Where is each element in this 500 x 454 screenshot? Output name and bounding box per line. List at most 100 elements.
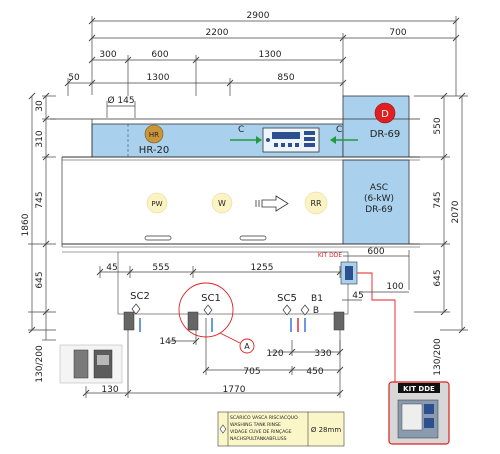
dim-1300-b: 1300 [147,73,170,83]
asc-module: ASC (6-kW) DR-69 [364,183,394,215]
kit-dde-title: KIT DDE [403,385,435,393]
dim-right-745: 745 [433,191,443,208]
dim-bottom-1255: 1255 [251,263,274,273]
sc5-label: SC5 [277,293,297,304]
machine-legs [123,311,345,331]
arrow-right-icon [256,136,262,144]
dim-300: 300 [99,50,116,60]
dim-right-45: 45 [352,291,363,301]
dim-dia-145: Ø 145 [107,95,134,106]
kit-dde-small: KIT DDE [318,252,396,392]
right-dimension-labels: 550 745 2070 645 130/200 600 100 45 [352,117,461,376]
dim-1300-a: 1300 [259,50,282,60]
sc5-drain-icon [282,304,292,316]
hr-badge-text: HR [149,131,159,139]
dryer-module: D DR-69 [370,102,401,140]
top-dimension-ticks [64,17,460,87]
dim-bottom-120: 120 [266,349,283,359]
asc-line-2: (6-kW) [364,194,394,204]
hr-module: HR HR-20 [139,124,169,156]
dim-right-550: 550 [433,117,443,134]
legend-box: SCARICO VASCA RISCIACQUO WASHING TANK RI… [217,411,345,447]
control-panel [262,127,320,153]
w-label: W [218,199,226,208]
dim-left-645: 645 [35,271,45,288]
sc1-drain-icon [203,304,213,316]
callout-a-icon [239,338,255,354]
hr-badge-icon [144,124,164,144]
d-badge-icon [374,102,396,124]
top-dimensions [67,16,457,118]
bottom-dimension-labels: 45 555 1255 145 120 330 705 450 130 1770 [101,263,331,395]
dim-bottom-130: 130 [101,385,118,395]
c-left-label: C [238,125,244,135]
dim-left-30: 30 [35,100,45,112]
dim-right-645: 645 [433,269,443,286]
w-circle-icon [211,192,233,214]
hr-label: HR-20 [139,145,169,156]
legend-line-3: VIDAGE CUVE DE RINÇAGE [230,429,292,435]
c-right-label: C [336,125,342,135]
dim-50: 50 [68,73,80,83]
b-inlet-icon [300,304,310,316]
sc1-label: SC1 [201,293,221,304]
connection-points: SC2 SC1 SC5 B1 B A [130,282,323,354]
legend-value: Ø 28mm [311,426,341,434]
dim-bottom-705: 705 [243,367,260,377]
foot-detail [59,344,123,384]
dim-700: 700 [389,28,406,38]
b1-label: B1 [311,294,323,304]
drawer-handle-right [239,235,267,241]
dim-2900: 2900 [247,11,270,21]
asc-line-1: ASC [370,183,388,193]
b-label: B [313,306,319,316]
callout-a-label: A [244,342,250,351]
rr-label: RR [310,199,322,208]
left-dimensions [28,92,56,341]
inlet-c-arrows: C C [230,125,358,144]
dim-850: 850 [277,73,294,83]
legend-line-1: SCARICO VASCA RISCIACQUO [230,415,298,421]
legend-line-2: WASHING TANK RINSE [230,422,281,428]
dryer-upper-panel [342,95,410,158]
dim-right-2070: 2070 [451,200,461,223]
pw-label: PW [151,200,162,208]
d-badge-text: D [381,109,389,120]
machine-body [50,95,420,315]
legend-line-4: NACHSPULTANKABFLUSS [230,436,287,442]
dim-left-130-200: 130/200 [35,345,45,383]
dim-bottom-1770: 1770 [223,385,246,395]
arrow-left-icon [330,136,336,144]
left-dimension-labels: 30 310 745 1860 645 130/200 [21,100,45,383]
bottom-dimensions [82,266,344,398]
direction-arrow-icon [255,195,289,212]
dim-left-745: 745 [35,191,45,208]
dim-2200: 2200 [206,28,229,38]
kit-dde-small-label: KIT DDE [318,252,343,259]
kit-dde-box: KIT DDE [388,381,450,445]
dim-600: 600 [151,50,168,60]
dim-bottom-450: 450 [306,367,323,377]
d-label: DR-69 [370,129,401,140]
rr-circle-icon [304,191,328,215]
pw-circle-icon [146,192,168,214]
drawer-handle-left [144,235,172,241]
dim-bottom-330: 330 [314,349,331,359]
dim-bottom-45: 45 [106,263,117,273]
asc-line-3: DR-69 [365,205,393,215]
sc1-callout-circle [178,282,234,338]
zone-circles: PW W RR [146,191,328,215]
right-dimensions [342,92,468,334]
legend-drain-icon [219,424,227,434]
dim-right-100: 100 [386,282,403,292]
dim-right-600: 600 [367,247,384,257]
sc2-drain-icon [131,303,141,315]
dryer-lower-panel [342,159,410,245]
dim-right-130-200: 130/200 [433,338,443,376]
sc2-label: SC2 [130,291,150,302]
dim-bottom-145: 145 [159,337,176,347]
dim-bottom-555: 555 [152,263,169,273]
top-dimension-labels: 2900 2200 700 300 600 1300 50 1300 850 Ø… [68,11,407,106]
